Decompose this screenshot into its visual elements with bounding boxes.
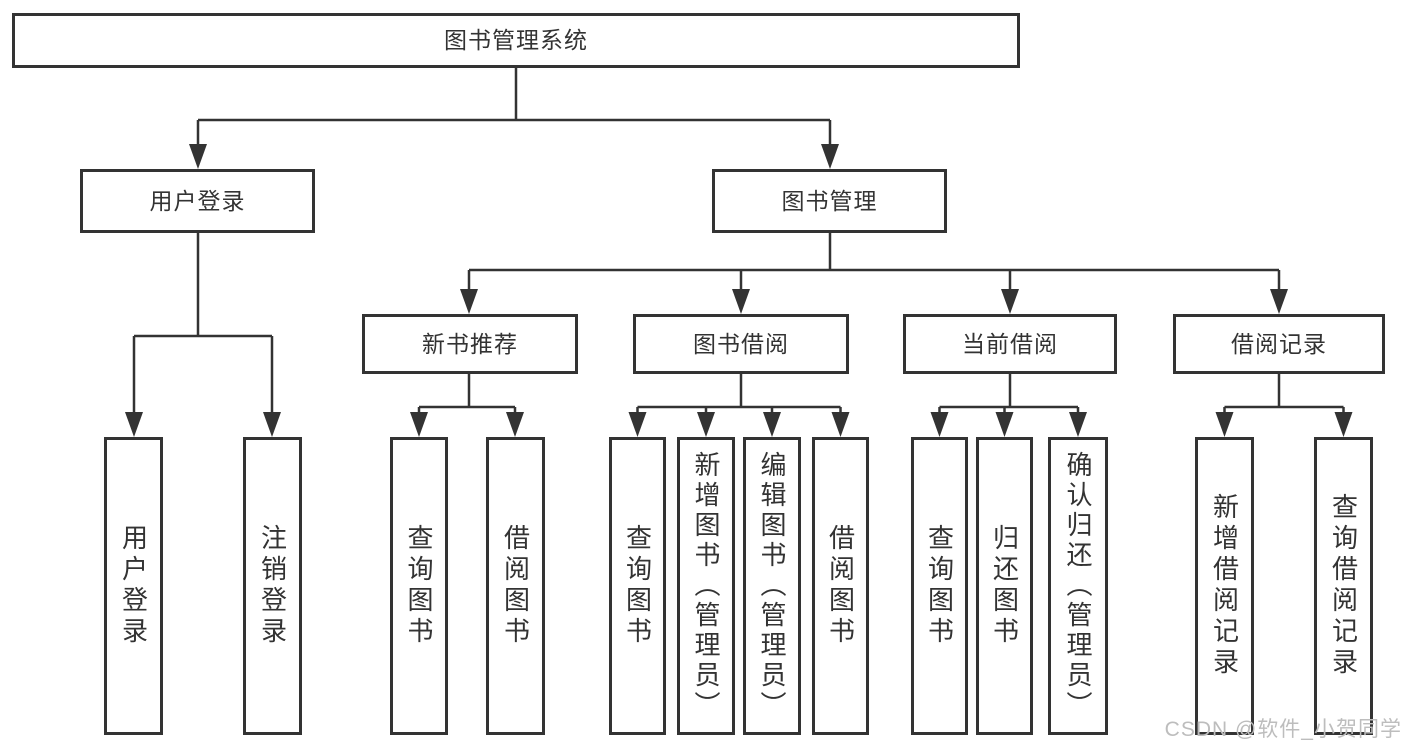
leaf-add-borrow-record: 新增借阅记录 [1195, 437, 1254, 735]
node-borrowing-records-label: 借阅记录 [1231, 330, 1327, 357]
node-borrowing-records: 借阅记录 [1173, 314, 1385, 374]
node-book-management-label: 图书管理 [781, 187, 878, 214]
leaf-query-borrow-record-label: 查询借阅记录 [1328, 493, 1359, 679]
node-root-library-management-system: 图书管理系统 [12, 13, 1020, 68]
leaf-query-books-current-label: 查询图书 [924, 524, 955, 648]
leaf-return-books: 归还图书 [976, 437, 1033, 735]
node-user-login-label: 用户登录 [149, 187, 246, 214]
leaf-query-books-current: 查询图书 [911, 437, 968, 735]
leaf-logout: 注销登录 [243, 437, 302, 735]
node-book-management: 图书管理 [712, 169, 947, 233]
node-book-borrowing-label: 图书借阅 [693, 330, 789, 357]
leaf-user-login: 用户登录 [104, 437, 163, 735]
node-book-borrowing: 图书借阅 [633, 314, 849, 374]
leaf-borrow-books-label: 借阅图书 [825, 524, 856, 648]
leaf-edit-books-admin-label: 编辑图书（管理员） [757, 451, 787, 721]
leaf-confirm-return-admin: 确认归还（管理员） [1048, 437, 1108, 735]
csdn-watermark: CSDN @软件_小贺同学 [1164, 718, 1402, 741]
leaf-add-books-admin-label: 新增图书（管理员） [691, 451, 721, 721]
leaf-query-books-borrowing-label: 查询图书 [622, 524, 653, 648]
leaf-return-books-label: 归还图书 [989, 524, 1020, 648]
leaf-query-books-borrowing: 查询图书 [609, 437, 666, 735]
node-user-login: 用户登录 [80, 169, 315, 233]
node-new-book-recommendation: 新书推荐 [362, 314, 578, 374]
leaf-logout-label: 注销登录 [257, 524, 288, 648]
node-current-borrowing: 当前借阅 [903, 314, 1117, 374]
arrowheads [125, 144, 1353, 437]
leaf-query-books-recommend-label: 查询图书 [404, 524, 434, 648]
leaf-edit-books-admin: 编辑图书（管理员） [743, 437, 801, 735]
leaf-user-login-label: 用户登录 [118, 524, 149, 648]
leaf-borrow-books-recommend-label: 借阅图书 [500, 524, 531, 648]
node-new-book-recommendation-label: 新书推荐 [422, 330, 518, 357]
leaf-borrow-books-recommend: 借阅图书 [486, 437, 545, 735]
node-current-borrowing-label: 当前借阅 [962, 330, 1058, 357]
leaf-query-books-recommend: 查询图书 [390, 437, 448, 735]
leaf-confirm-return-admin-label: 确认归还（管理员） [1063, 451, 1093, 721]
leaf-query-borrow-record: 查询借阅记录 [1314, 437, 1373, 735]
leaf-borrow-books: 借阅图书 [812, 437, 869, 735]
leaf-add-books-admin: 新增图书（管理员） [677, 437, 735, 735]
node-root-label: 图书管理系统 [444, 27, 588, 53]
leaf-add-borrow-record-label: 新增借阅记录 [1209, 493, 1240, 679]
